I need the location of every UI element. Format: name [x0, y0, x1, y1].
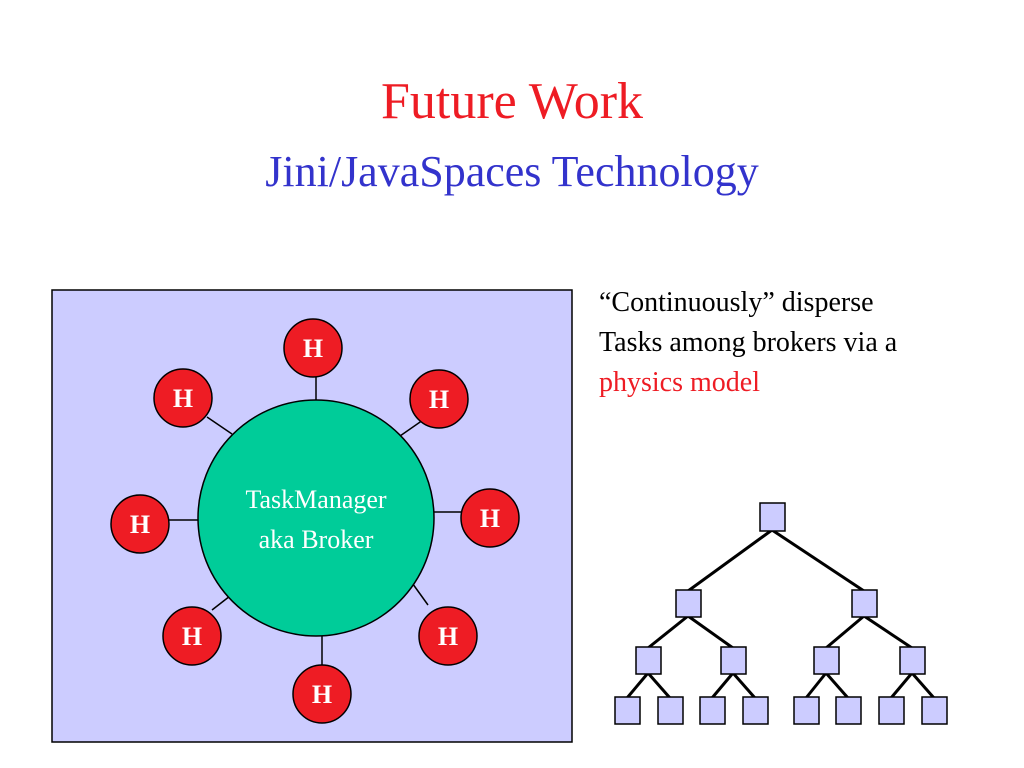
tree-leaf	[835, 696, 862, 725]
description-line-2: Tasks among brokers via a	[599, 327, 898, 358]
broker-label-line-1: TaskManager	[245, 485, 386, 514]
tree-node-level2	[899, 646, 926, 675]
host-node-upper-left: H	[153, 368, 213, 428]
description-line-1: “Continuously” disperse	[599, 287, 874, 318]
broker-tree	[614, 502, 948, 725]
tree-nodes	[614, 502, 948, 725]
tree-leaf	[699, 696, 726, 725]
host-node-lower-right: H	[418, 606, 478, 666]
broker-node	[197, 399, 435, 637]
host-node-right: H	[460, 488, 520, 548]
host-label: H	[438, 622, 458, 651]
host-label: H	[130, 510, 150, 539]
tree-node-root	[759, 502, 786, 532]
tree-leaf	[921, 696, 948, 725]
tree-node-level1	[675, 589, 702, 618]
slide-subtitle: Jini/JavaSpaces Technology	[265, 147, 759, 196]
host-label: H	[303, 334, 323, 363]
host-node-top: H	[283, 318, 343, 378]
host-label: H	[429, 385, 449, 414]
tree-node-level2	[813, 646, 840, 675]
host-node-bottom: H	[292, 664, 352, 724]
tree-leaf	[878, 696, 905, 725]
connector-lower-left	[211, 595, 231, 611]
tree-node-level2	[635, 646, 662, 675]
broker-label-line-2: aka Broker	[259, 525, 374, 554]
host-label: H	[173, 384, 193, 413]
host-node-lower-left: H	[162, 606, 222, 666]
slide-title: Future Work	[380, 73, 644, 130]
tree-edges	[625, 528, 936, 699]
broker-diagram: TaskManager aka Broker H H H H H H H	[51, 289, 573, 743]
description-highlight: physics model	[599, 367, 760, 398]
tree-leaf	[657, 696, 684, 725]
connector-upper-right	[399, 419, 424, 437]
host-label: H	[182, 622, 202, 651]
connector-upper-left	[206, 416, 233, 435]
host-node-upper-right: H	[409, 369, 469, 429]
host-node-left: H	[110, 494, 170, 554]
broker-connectors	[168, 375, 462, 665]
tree-node-level1	[851, 589, 878, 618]
tree-leaf	[793, 696, 820, 725]
tree-node-level2	[720, 646, 747, 675]
description-text: “Continuously” disperse Tasks among brok…	[599, 283, 1009, 403]
host-label: H	[480, 504, 500, 533]
tree-leaf	[614, 696, 641, 725]
tree-leaf	[742, 696, 769, 725]
host-label: H	[312, 680, 332, 709]
